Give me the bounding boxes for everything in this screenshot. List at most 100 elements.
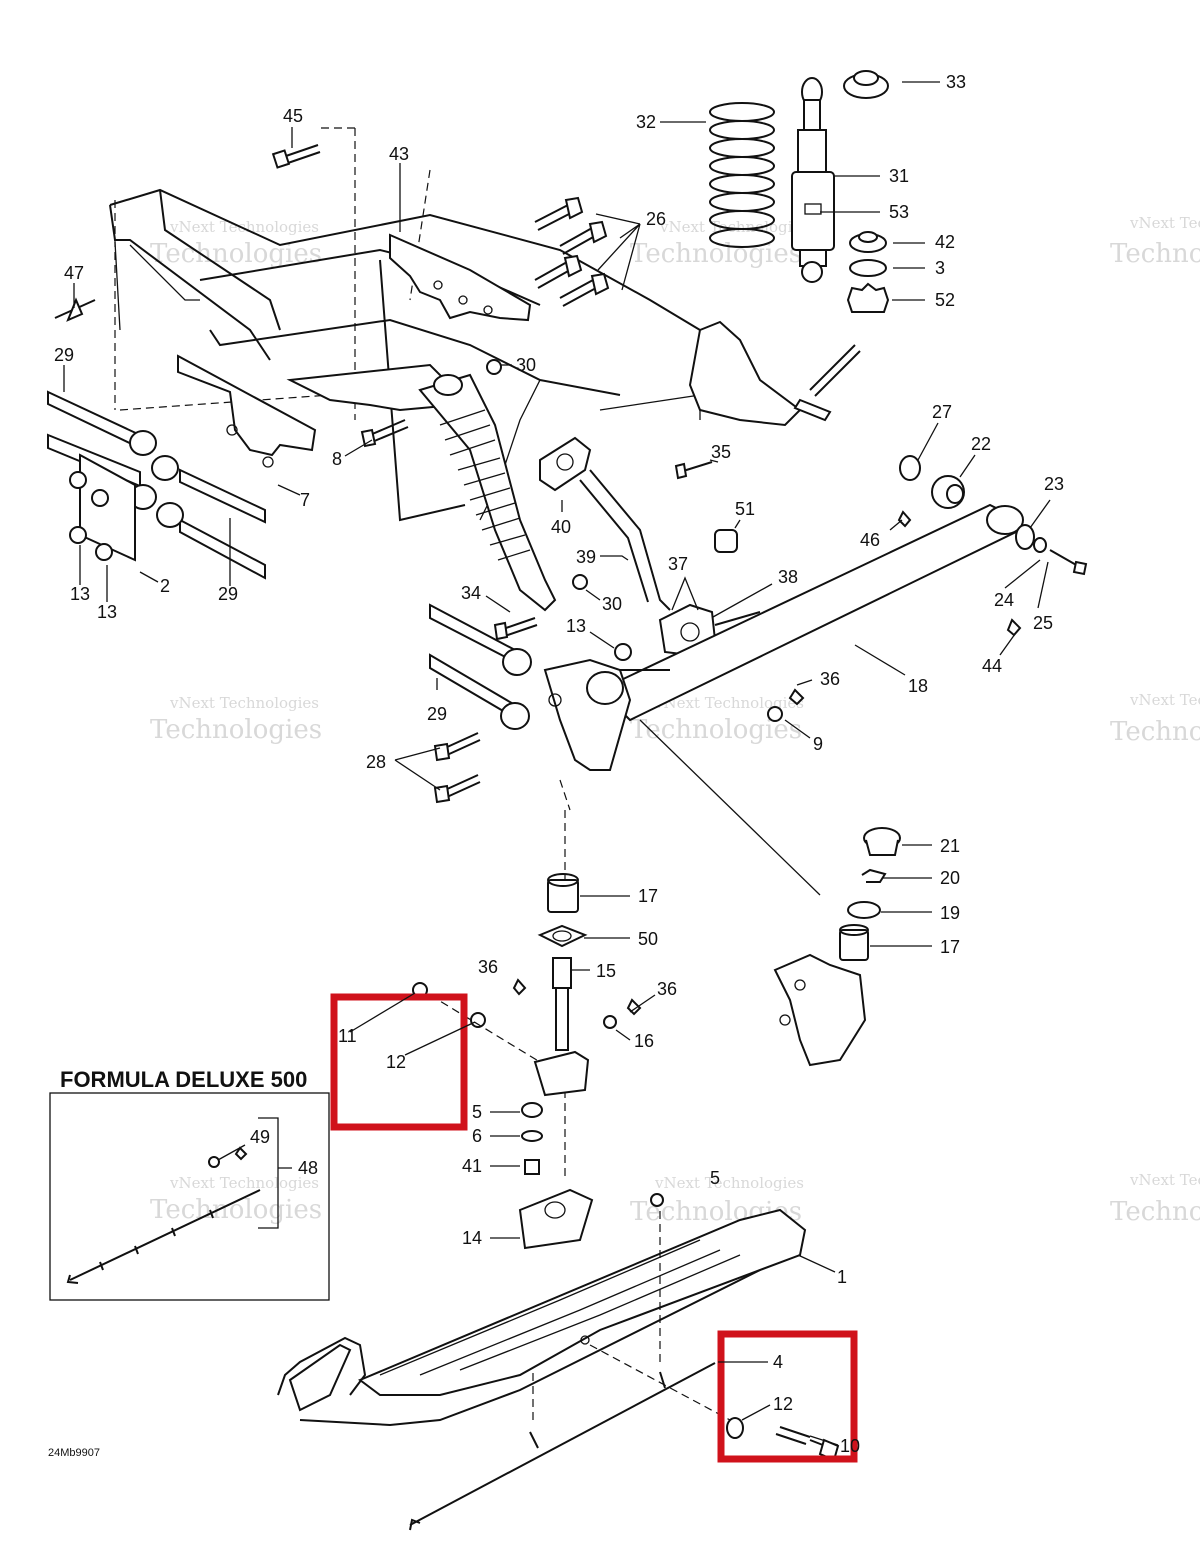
callout-11: 11 bbox=[338, 1026, 357, 1046]
callout-27: 27 bbox=[932, 402, 952, 422]
watermark-text: vNext Technologies bbox=[654, 1174, 804, 1192]
callout-4: 4 bbox=[773, 1352, 783, 1372]
screw-45 bbox=[271, 144, 321, 169]
callout-13: 13 bbox=[97, 602, 117, 622]
callout-36: 36 bbox=[478, 957, 498, 977]
grease-fitting-46 bbox=[897, 510, 912, 528]
callout-7: 7 bbox=[300, 490, 310, 510]
callout-5: 5 bbox=[710, 1168, 720, 1188]
grease-fitting-36c bbox=[626, 998, 642, 1016]
callout-23: 23 bbox=[1044, 474, 1064, 494]
callout-labels: 45 43 47 29 13 13 2 29 7 8 30 32 33 31 5… bbox=[48, 72, 1064, 1459]
tie-rod-18 bbox=[598, 503, 1024, 722]
ski-pivot-14 bbox=[518, 1188, 594, 1250]
watermark-text: Technologies bbox=[150, 1195, 322, 1225]
bushings-27-22 bbox=[899, 455, 965, 509]
callout-26: 26 bbox=[646, 209, 666, 229]
grease-fitting-44 bbox=[1006, 618, 1022, 637]
watermark-text: vNext Technologies bbox=[659, 218, 809, 236]
bushing-17-center bbox=[547, 873, 579, 913]
nut-12 bbox=[470, 1012, 486, 1028]
callout-50: 50 bbox=[638, 929, 658, 949]
callout-3: 3 bbox=[935, 258, 945, 278]
fasteners-5-6-41 bbox=[521, 1102, 543, 1175]
callout-34: 34 bbox=[461, 583, 481, 603]
highlight-box-11-12 bbox=[330, 993, 468, 1131]
callout-43: 43 bbox=[389, 144, 409, 164]
callout-12: 12 bbox=[386, 1052, 406, 1072]
callout-30: 30 bbox=[516, 355, 536, 375]
frame-assembly bbox=[109, 127, 701, 522]
clip-20 bbox=[861, 868, 887, 883]
callout-48: 48 bbox=[298, 1158, 318, 1178]
spindle-shaft-15 bbox=[533, 957, 590, 1097]
nut-5b bbox=[650, 1193, 664, 1207]
suspension-arms bbox=[47, 390, 532, 730]
watermark-text: vNext Technologies bbox=[169, 1174, 319, 1192]
grease-fitting-36b bbox=[512, 978, 527, 996]
callout-25: 25 bbox=[1033, 613, 1053, 633]
callout-29: 29 bbox=[218, 584, 238, 604]
callout-28: 28 bbox=[366, 752, 386, 772]
callout-12: 12 bbox=[773, 1394, 793, 1414]
callout-8: 8 bbox=[332, 449, 342, 469]
assembly-line bbox=[559, 779, 571, 1180]
callout-10: 10 bbox=[840, 1436, 860, 1456]
callout-32: 32 bbox=[636, 112, 656, 132]
diagram-id: 24Mb9907 bbox=[48, 1447, 100, 1459]
steering-column-bracket bbox=[688, 320, 861, 427]
seal-50 bbox=[537, 924, 588, 948]
callout-45: 45 bbox=[283, 106, 303, 126]
nut-9 bbox=[767, 706, 783, 722]
washers-42-3-52 bbox=[846, 231, 890, 313]
callout-14: 14 bbox=[462, 1228, 482, 1248]
cap-51 bbox=[714, 529, 738, 553]
callout-35: 35 bbox=[711, 442, 731, 462]
callout-24: 24 bbox=[994, 590, 1014, 610]
fasteners-12-10 bbox=[589, 1344, 840, 1462]
callout-13: 13 bbox=[70, 584, 90, 604]
callout-5: 5 bbox=[472, 1102, 482, 1122]
watermark-text: vNext Technologies bbox=[654, 694, 804, 712]
callout-46: 46 bbox=[860, 530, 880, 550]
callout-36: 36 bbox=[820, 669, 840, 689]
watermark-text: vNext Technologies bbox=[1129, 691, 1200, 709]
callout-2: 2 bbox=[160, 576, 170, 596]
watermark-text: vNext Technologies bbox=[1129, 1171, 1200, 1189]
callout-13: 13 bbox=[566, 616, 586, 636]
rivet-47 bbox=[54, 297, 96, 322]
callout-1: 1 bbox=[837, 1267, 847, 1287]
callout-19: 19 bbox=[940, 903, 960, 923]
inset-formula-deluxe bbox=[49, 1092, 330, 1301]
callout-53: 53 bbox=[889, 202, 909, 222]
inset-title: FORMULA DELUXE 500 bbox=[60, 1067, 307, 1092]
reference-line bbox=[639, 719, 821, 896]
grease-fitting-36 bbox=[788, 688, 805, 706]
bolt-34 bbox=[493, 617, 538, 641]
assembly-line bbox=[429, 994, 541, 1063]
callout-40: 40 bbox=[551, 517, 571, 537]
mounting-plate-2 bbox=[69, 453, 136, 562]
callout-17: 17 bbox=[638, 886, 658, 906]
callout-51: 51 bbox=[735, 499, 755, 519]
watermark-layer: vNext Technologies Technologies vNext Te… bbox=[150, 214, 1200, 1227]
callout-42: 42 bbox=[935, 232, 955, 252]
nut-13 bbox=[614, 643, 632, 661]
callout-18: 18 bbox=[908, 676, 928, 696]
callout-21: 21 bbox=[940, 836, 960, 856]
watermark-text: Technologies bbox=[1110, 239, 1200, 269]
bolts-26 bbox=[534, 196, 610, 307]
callout-9: 9 bbox=[813, 734, 823, 754]
cap-21 bbox=[863, 827, 901, 856]
callout-49: 49 bbox=[250, 1127, 270, 1147]
callout-29: 29 bbox=[427, 704, 447, 724]
washer-19 bbox=[847, 901, 881, 919]
callout-20: 20 bbox=[940, 868, 960, 888]
nut-16 bbox=[603, 1015, 617, 1029]
callout-41: 41 bbox=[462, 1156, 482, 1176]
washers-23-24 bbox=[1015, 524, 1088, 576]
watermark-text: Technologies bbox=[150, 715, 322, 745]
shock-absorber-31 bbox=[791, 77, 835, 283]
spring-32 bbox=[709, 102, 775, 248]
